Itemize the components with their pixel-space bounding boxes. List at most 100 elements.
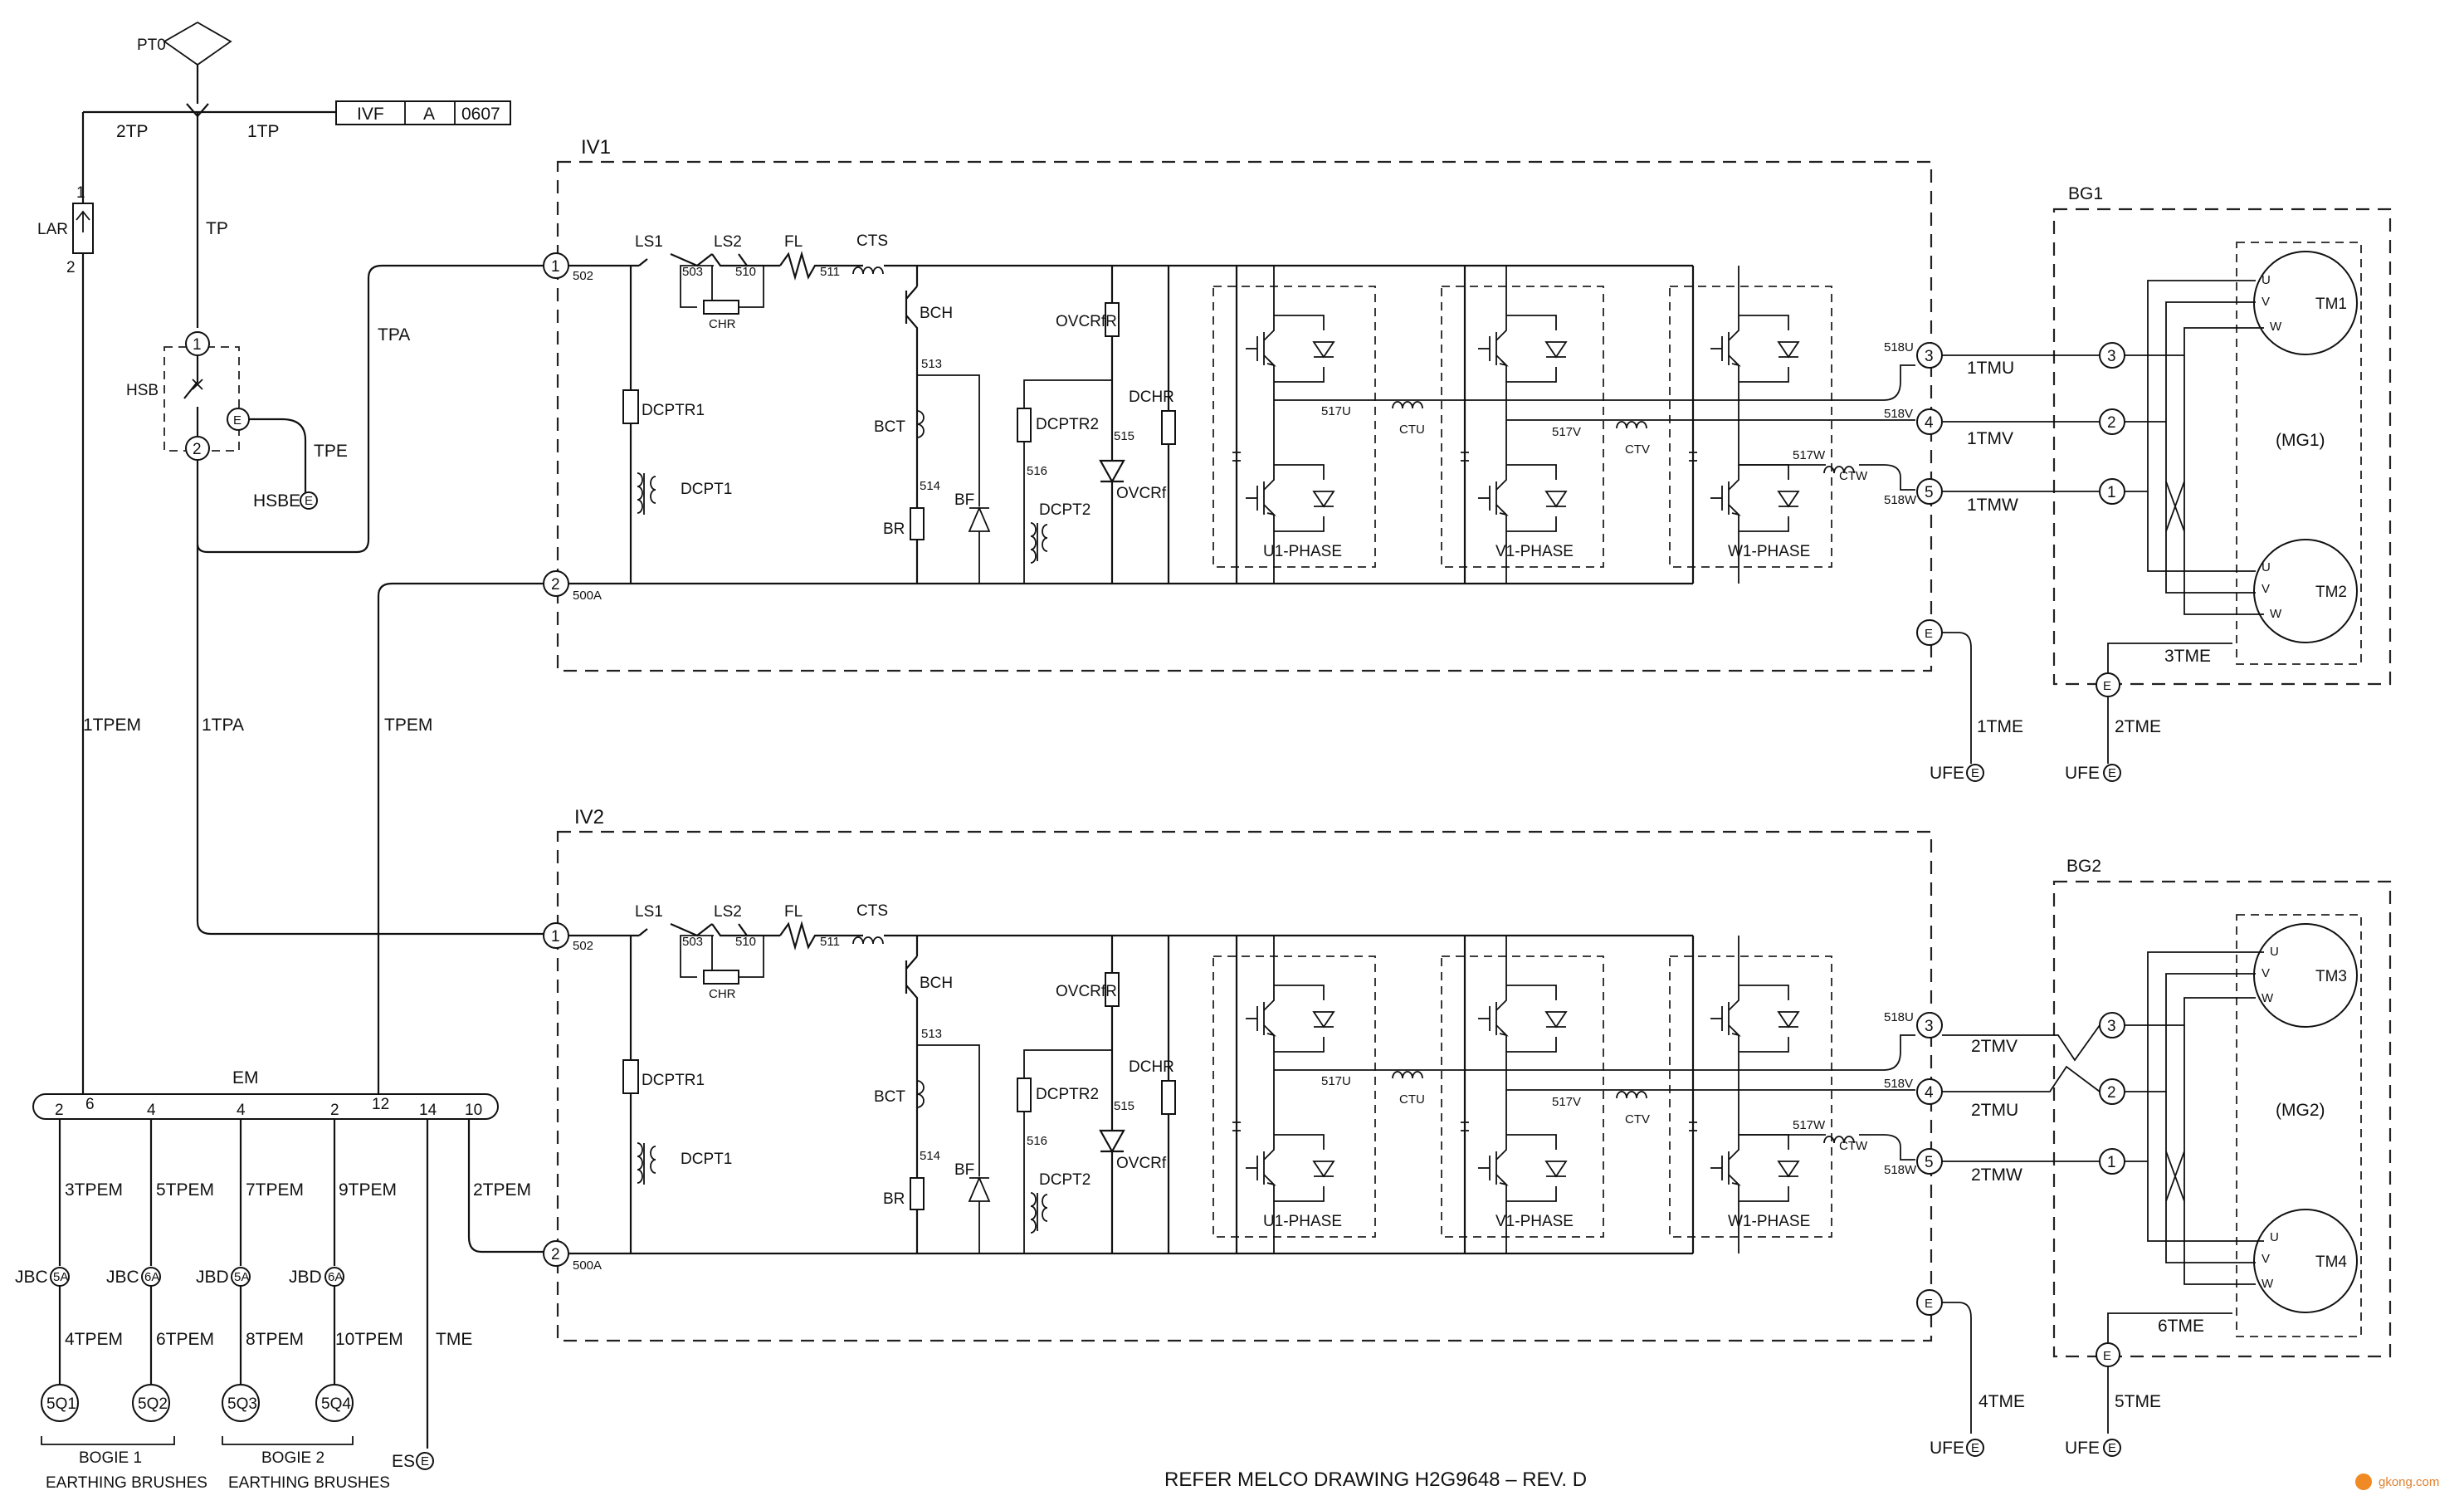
bg2-name: BG2	[2066, 857, 2101, 876]
em-2tpem: 2TPEM	[473, 1180, 531, 1200]
iv1-w-phase: W1-PHASE 517W	[1669, 266, 1832, 584]
em-term-3: 4	[237, 1102, 246, 1119]
watermark-text: gkong.com	[2379, 1475, 2439, 1489]
iv2-dcptr1: DCPTR1	[642, 1072, 705, 1089]
bogie1-brushes-line1: BOGIE 1	[79, 1449, 142, 1467]
iv2-ovcrfr: OVCRfR	[1056, 983, 1117, 1000]
brush2-jb-num: 6A	[144, 1270, 159, 1284]
title-block: IVF A 0607	[335, 100, 511, 125]
brush1-jb-num: 5A	[53, 1270, 68, 1284]
iv2-chr: CHR	[709, 987, 736, 1001]
iv1-u-phase: U1-PHASE 517U	[1212, 266, 1411, 584]
iv2-bch: BCH	[920, 975, 953, 992]
brush4-jb: JBD	[289, 1268, 322, 1287]
iv2-node-517u: 517U	[1321, 1074, 1351, 1088]
iv2-node-517w: 517W	[1793, 1118, 1826, 1132]
iv2-terminal-2: 2	[551, 1246, 560, 1263]
brush4-jb-num: 6A	[328, 1270, 343, 1284]
iv1-node-517w: 517W	[1793, 448, 1826, 462]
bg1-name: BG1	[2068, 184, 2103, 203]
iv1-u-phase-label: U1-PHASE	[1263, 543, 1342, 560]
iv2-out-5: 5	[1925, 1154, 1934, 1171]
iv1-node-517v: 517V	[1552, 425, 1581, 439]
hsb-terminal-1: 1	[193, 336, 202, 354]
bg1-line-2: 1TMV	[1967, 429, 2013, 448]
iv2-u-phase: U1-PHASE 517U	[1212, 936, 1411, 1253]
em-term-1: 2	[55, 1102, 64, 1119]
brush1-tpem-bot: 4TPEM	[65, 1330, 123, 1349]
em-term-4: 2	[330, 1102, 339, 1119]
iv2-node-517v: 517V	[1552, 1095, 1581, 1109]
earthing-brush-3: 7TPEM JBD 5A 8TPEM 5Q3	[196, 1180, 304, 1422]
bg2-mg: (MG2)	[2276, 1101, 2325, 1120]
bg1-tm-a-v: V	[2262, 295, 2270, 309]
bg1-mg: (MG1)	[2276, 431, 2325, 450]
bg1-tme: 3TME	[2164, 647, 2211, 666]
iv2-w-phase: W1-PHASE 517W	[1669, 936, 1832, 1253]
bg2-tm-b-v: V	[2262, 1252, 2270, 1266]
earthing-brush-1: 3TPEM JBC 5A 4TPEM 5Q1	[15, 1180, 123, 1422]
title-block-sheet: 0607	[461, 105, 500, 124]
iv2-node-500a: 500A	[573, 1258, 602, 1273]
brush2-tpem-bot: 6TPEM	[156, 1330, 214, 1349]
iv1-bch: BCH	[920, 305, 953, 322]
bg1-earth: E	[2103, 679, 2111, 693]
em-term-6: 10	[465, 1102, 482, 1119]
bg1-tm-a-w: W	[2270, 320, 2282, 334]
iv2-ls1: LS1	[635, 903, 663, 921]
bg2-tm-b-w: W	[2262, 1277, 2274, 1291]
iv1-chr: CHR	[709, 317, 736, 331]
bogie1-brushes-line2: EARTHING BRUSHES	[46, 1474, 207, 1492]
iv1-node-517u: 517U	[1321, 404, 1351, 418]
iv1-dcpt2: DCPT2	[1039, 501, 1091, 519]
iv2-ctu: CTU	[1399, 1092, 1425, 1107]
bg1-tm-a-u: U	[2262, 273, 2271, 287]
iv2-node-513: 513	[921, 1027, 942, 1041]
bg1-tm-b: TM2	[2315, 584, 2347, 601]
iv1-node-513: 513	[921, 357, 942, 371]
iv2-dcpt1: DCPT1	[681, 1151, 732, 1168]
bg1-ufe-b-e: E	[2108, 766, 2116, 780]
iv1-out-5: 5	[1925, 484, 1934, 501]
hsb-terminal-2: 2	[193, 441, 202, 458]
iv2-node-502: 502	[573, 939, 593, 953]
bg1-ufe-a: UFE	[1930, 764, 1964, 783]
bg2-line-1: 2TMV	[1971, 1037, 2018, 1056]
inverter-iv1-name: IV1	[581, 136, 611, 159]
iv2-node-514: 514	[920, 1149, 940, 1163]
em-label: EM	[232, 1068, 259, 1087]
bg1-tm-b-u: U	[2262, 560, 2271, 574]
bg2-tm-a: TM3	[2315, 968, 2347, 985]
iv1-node-518v: 518V	[1884, 407, 1913, 421]
iv1-node-510: 510	[735, 265, 756, 279]
iv2-node-518u: 518U	[1884, 1010, 1914, 1024]
iv1-ctu: CTU	[1399, 423, 1425, 437]
bg2-tm-b-u: U	[2270, 1230, 2279, 1244]
tp-label: TP	[206, 219, 228, 238]
bogie-bg1: BG1 TM1 U V W TM2 U V W (MG1) 3 2 1 1TMU…	[1916, 184, 2392, 783]
hsb-earth-label: E	[233, 413, 242, 428]
hsb-label: HSB	[126, 382, 159, 399]
em-term-2: 4	[147, 1102, 156, 1119]
lar-terminal-1: 1	[76, 184, 85, 202]
bg2-line-2: 2TMU	[1971, 1101, 2018, 1120]
em-es-e: E	[421, 1454, 429, 1468]
bg2-conn-1: 1	[2107, 1154, 2116, 1171]
brush2-q: 5Q2	[138, 1395, 168, 1413]
iv1-node-518w: 518W	[1884, 493, 1917, 507]
iv2-bf: BF	[954, 1161, 974, 1179]
brush2-tpem-top: 5TPEM	[156, 1180, 214, 1200]
iv2-out-3: 3	[1925, 1018, 1934, 1035]
iv1-dcptr1: DCPTR1	[642, 402, 705, 419]
bg2-ufe-b-e: E	[2108, 1441, 2116, 1455]
iv1-ovcrf: OVCRf	[1116, 485, 1167, 502]
bg1-line-3: 1TMW	[1967, 496, 2018, 515]
iv1-ovcrfr: OVCRfR	[1056, 313, 1117, 330]
hsbe-label: HSBE	[253, 491, 300, 511]
iv2-ls2: LS2	[714, 903, 742, 921]
iv1-ctw: CTW	[1839, 469, 1868, 483]
iv2-dchr: DCHR	[1129, 1058, 1174, 1076]
brush3-jb-num: 5A	[234, 1270, 249, 1284]
iv1-node-514: 514	[920, 479, 940, 493]
iv1-node-502: 502	[573, 269, 593, 283]
